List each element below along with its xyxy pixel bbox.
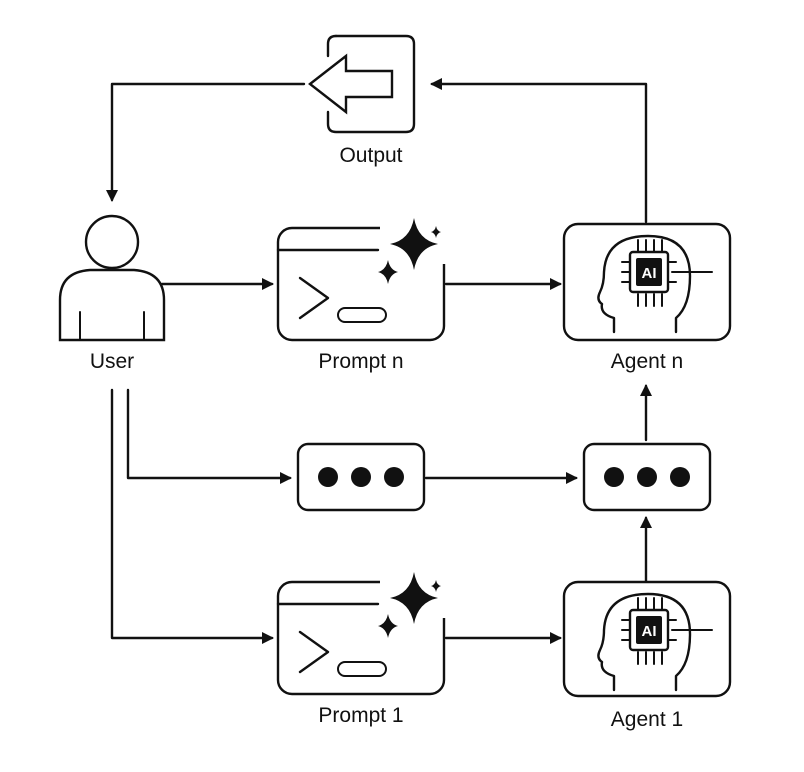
user-node: User [58, 214, 166, 373]
ellipsis-icon [296, 442, 426, 512]
connector-agent-n-to-output [430, 78, 648, 224]
sparkle-small-icon [378, 260, 398, 284]
sparkle-tiny-icon [431, 226, 441, 238]
ai-chip [636, 616, 662, 644]
output-arrow-icon [308, 34, 416, 134]
terminal-sparkle-icon [276, 568, 446, 696]
ai-chip [636, 258, 662, 286]
ellipsis-node-right [582, 442, 712, 512]
agent-n-label: Agent n [611, 350, 683, 373]
ai-head-icon: AI [562, 580, 732, 698]
ai-chip-text: AI [642, 265, 657, 282]
ellipsis-icon [582, 442, 712, 512]
agent-n-node: AI Agent n [562, 222, 732, 373]
sparkle-icon [390, 218, 438, 270]
output-node: Output [308, 34, 416, 167]
connector-user-to-prompt-1 [110, 388, 274, 644]
connector-user-to-ellipsis [126, 388, 292, 484]
sparkle-icon [390, 572, 438, 624]
ai-head-icon: AI [562, 222, 732, 342]
ai-chip-text: AI [642, 623, 657, 640]
prompt-n-node: Prompt n [276, 214, 446, 373]
agent-1-node: AI Agent 1 [562, 580, 732, 731]
connectors [106, 78, 652, 644]
agent-1-label: Agent 1 [611, 708, 683, 731]
prompt-n-label: Prompt n [318, 350, 403, 373]
prompt-1-label: Prompt 1 [318, 704, 403, 727]
sparkle-tiny-icon [431, 580, 441, 592]
sparkle-small-icon [378, 614, 398, 638]
user-label: User [90, 350, 134, 373]
connector-output-to-user [106, 82, 306, 202]
prompt-1-node: Prompt 1 [276, 568, 446, 727]
output-label: Output [339, 144, 402, 167]
user-icon [58, 214, 166, 342]
terminal-sparkle-icon [276, 214, 446, 342]
ellipsis-node-left [296, 442, 426, 512]
